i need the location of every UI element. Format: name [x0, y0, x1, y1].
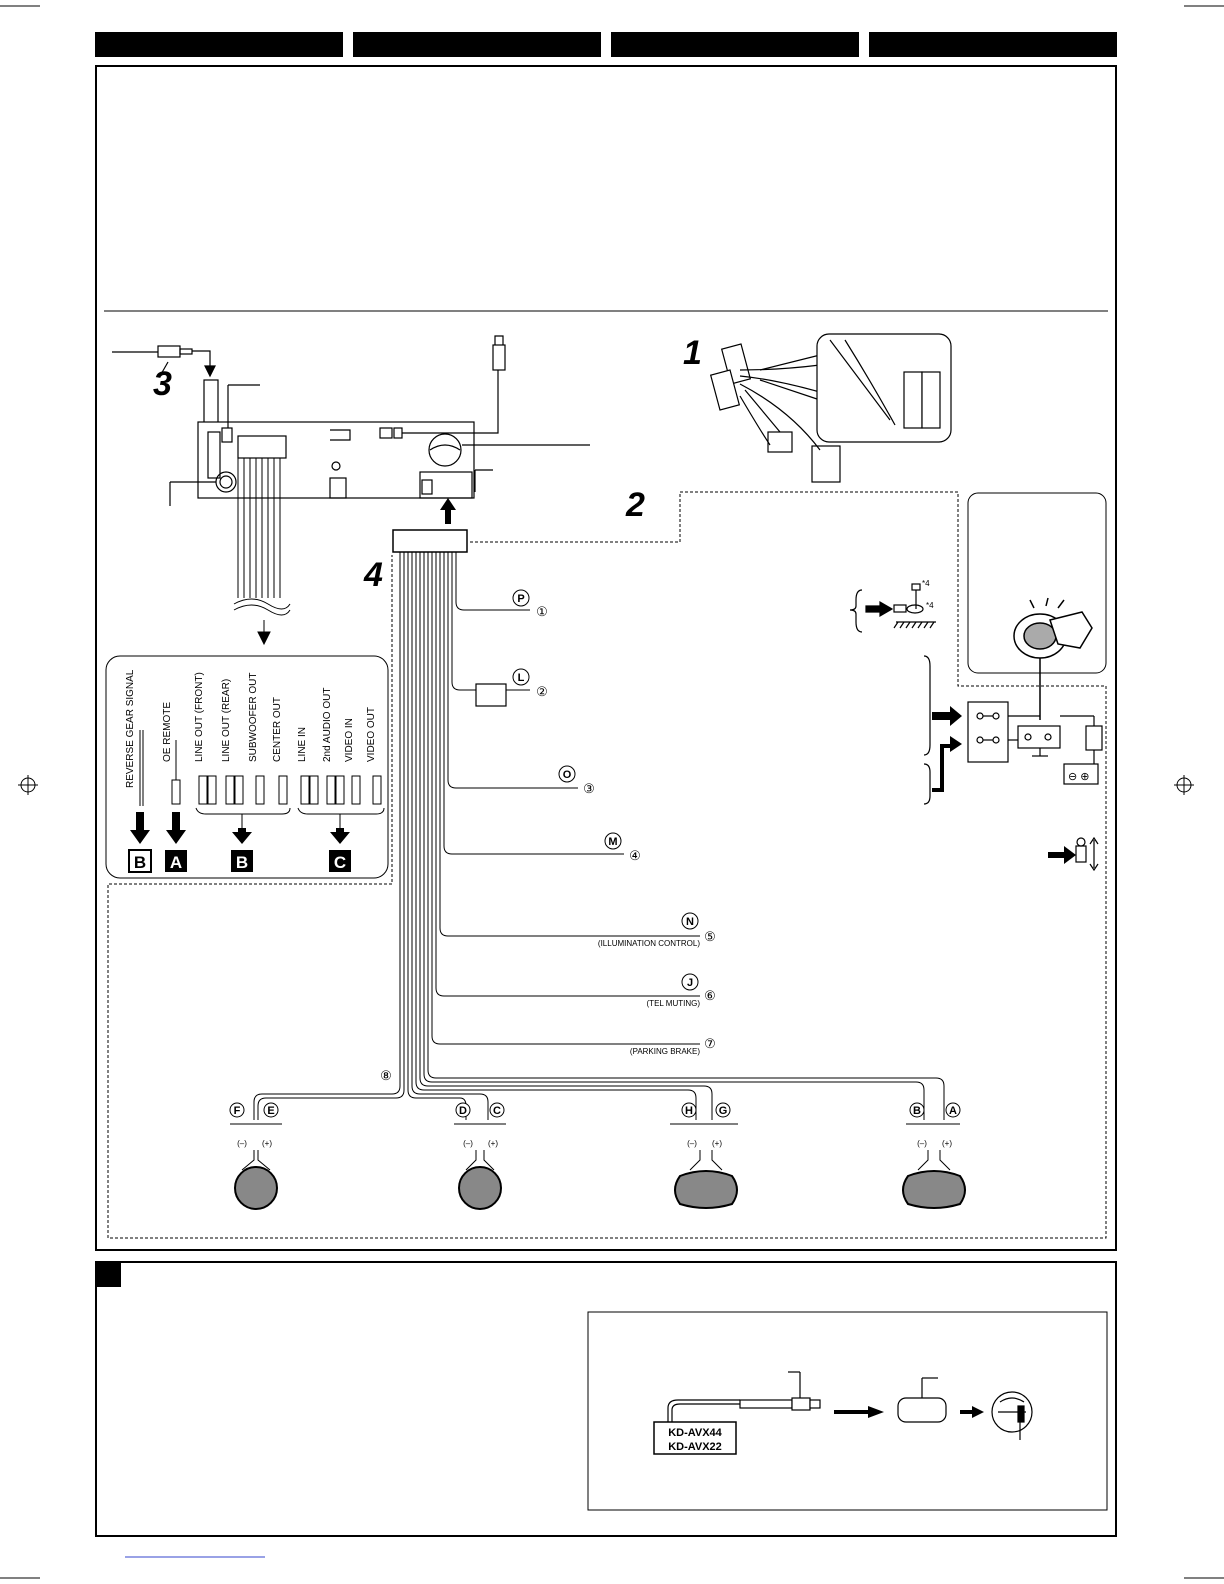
- svg-text:⑧: ⑧: [380, 1068, 392, 1083]
- speaker-front-left: H G (–) (+): [670, 1102, 738, 1209]
- header-bar-2: [353, 32, 601, 57]
- svg-text:(ILLUMINATION CONTROL): (ILLUMINATION CONTROL): [598, 939, 700, 948]
- header-bar-3: [611, 32, 859, 57]
- svg-text:(+): (+): [712, 1139, 722, 1148]
- bottom-frame: [95, 1261, 1117, 1537]
- up-arrow: [440, 498, 456, 524]
- speaker-front-right: B A (–) (+): [902, 1102, 966, 1209]
- svg-text:(–): (–): [237, 1139, 247, 1148]
- svg-text:⊖ ⊕: ⊖ ⊕: [1068, 771, 1090, 783]
- svg-text:A: A: [170, 853, 182, 872]
- svg-text:M: M: [608, 836, 617, 848]
- svg-text:C: C: [334, 853, 346, 872]
- rca-label-video-out: VIDEO OUT: [366, 707, 377, 762]
- main-connector: [392, 529, 468, 553]
- parking-switch: [1048, 836, 1099, 872]
- model-label-2: KD-AVX22: [668, 1441, 722, 1453]
- registration-mark-right: [1174, 775, 1194, 795]
- ground-note-1: *4: [922, 579, 930, 588]
- wire-labels: P ① L ② O ③ M ④ N (ILLUMINATION CONTROL)…: [380, 589, 716, 1083]
- svg-text:O: O: [563, 769, 572, 781]
- fuse: [475, 683, 507, 707]
- ground-note-2: *4: [926, 601, 934, 610]
- svg-text:(+): (+): [488, 1139, 498, 1148]
- rca-label-subwoofer-out: SUBWOOFER OUT: [248, 673, 259, 762]
- ignition-key-icon: [1013, 597, 1093, 720]
- harness-illustration: [709, 333, 952, 483]
- rca-labels: REVERSE GEAR SIGNAL OE REMOTE LINE OUT (…: [125, 669, 377, 788]
- svg-text:③: ③: [583, 781, 595, 796]
- svg-text:E: E: [267, 1105, 274, 1117]
- dashed-boundary: [107, 491, 1107, 1239]
- speaker-rear-left: F E (–) (+): [229, 1102, 282, 1210]
- model-label-1: KD-AVX44: [668, 1427, 722, 1439]
- svg-text:D: D: [459, 1105, 467, 1117]
- wire-bundle-rca: [233, 458, 291, 646]
- rca-label-line-out-rear: LINE OUT (REAR): [221, 679, 232, 762]
- svg-text:G: G: [719, 1105, 728, 1117]
- svg-text:F: F: [234, 1105, 241, 1117]
- speaker-rear-right: D C (–) (+): [454, 1102, 506, 1210]
- svg-text:C: C: [493, 1105, 501, 1117]
- header-bar-1: [95, 32, 343, 57]
- svg-text:H: H: [685, 1105, 693, 1117]
- step-number-3: 3: [153, 365, 172, 403]
- harness-main: [253, 552, 945, 1120]
- rca-label-2nd-audio-out: 2nd AUDIO OUT: [322, 688, 333, 762]
- rca-down-arrows: [130, 812, 350, 844]
- svg-text:⑥: ⑥: [704, 988, 716, 1003]
- svg-text:(PARKING BRAKE): (PARKING BRAKE): [630, 1047, 700, 1056]
- rca-label-video-in: VIDEO IN: [344, 718, 355, 762]
- rca-panel: [105, 655, 389, 879]
- svg-text:J: J: [687, 977, 693, 989]
- svg-text:P: P: [517, 593, 524, 605]
- svg-text:(+): (+): [262, 1139, 272, 1148]
- svg-text:(–): (–): [917, 1139, 927, 1148]
- fuse-block: ⊖ ⊕: [923, 655, 1103, 805]
- rca-plugs: [139, 730, 385, 828]
- svg-text:(TEL MUTING): (TEL MUTING): [647, 999, 701, 1008]
- step-number-1: 1: [683, 334, 702, 372]
- svg-text:B: B: [134, 853, 146, 872]
- svg-text:A: A: [949, 1105, 957, 1117]
- accessory-connection: [653, 1371, 1033, 1455]
- step-number-4: 4: [363, 556, 383, 594]
- svg-text:(–): (–): [687, 1139, 697, 1148]
- svg-text:(+): (+): [942, 1139, 952, 1148]
- rca-label-line-in: LINE IN: [297, 727, 308, 762]
- svg-text:④: ④: [629, 848, 641, 863]
- section-marker: [95, 1261, 121, 1287]
- rca-label-reverse-gear: REVERSE GEAR SIGNAL: [125, 669, 136, 788]
- svg-text:B: B: [913, 1105, 921, 1117]
- svg-text:⑤: ⑤: [704, 929, 716, 944]
- svg-text:L: L: [518, 672, 525, 684]
- svg-text:B: B: [236, 853, 248, 872]
- svg-text:①: ①: [536, 604, 548, 619]
- output-boxes: B A B C: [128, 849, 351, 873]
- rca-label-center-out: CENTER OUT: [272, 697, 283, 762]
- svg-text:N: N: [686, 916, 694, 928]
- rca-label-oe-remote: OE REMOTE: [162, 702, 173, 762]
- svg-text:②: ②: [536, 684, 548, 699]
- registration-mark-left: [18, 775, 38, 795]
- svg-text:(–): (–): [463, 1139, 473, 1148]
- svg-text:⑦: ⑦: [704, 1036, 716, 1051]
- head-unit-rear: [169, 335, 590, 506]
- main-frame: [95, 65, 1117, 1251]
- step-number-2: 2: [625, 486, 645, 524]
- rca-label-line-out-front: LINE OUT (FRONT): [194, 672, 205, 762]
- ground-terminal: [849, 583, 936, 633]
- header-bar-4: [869, 32, 1117, 57]
